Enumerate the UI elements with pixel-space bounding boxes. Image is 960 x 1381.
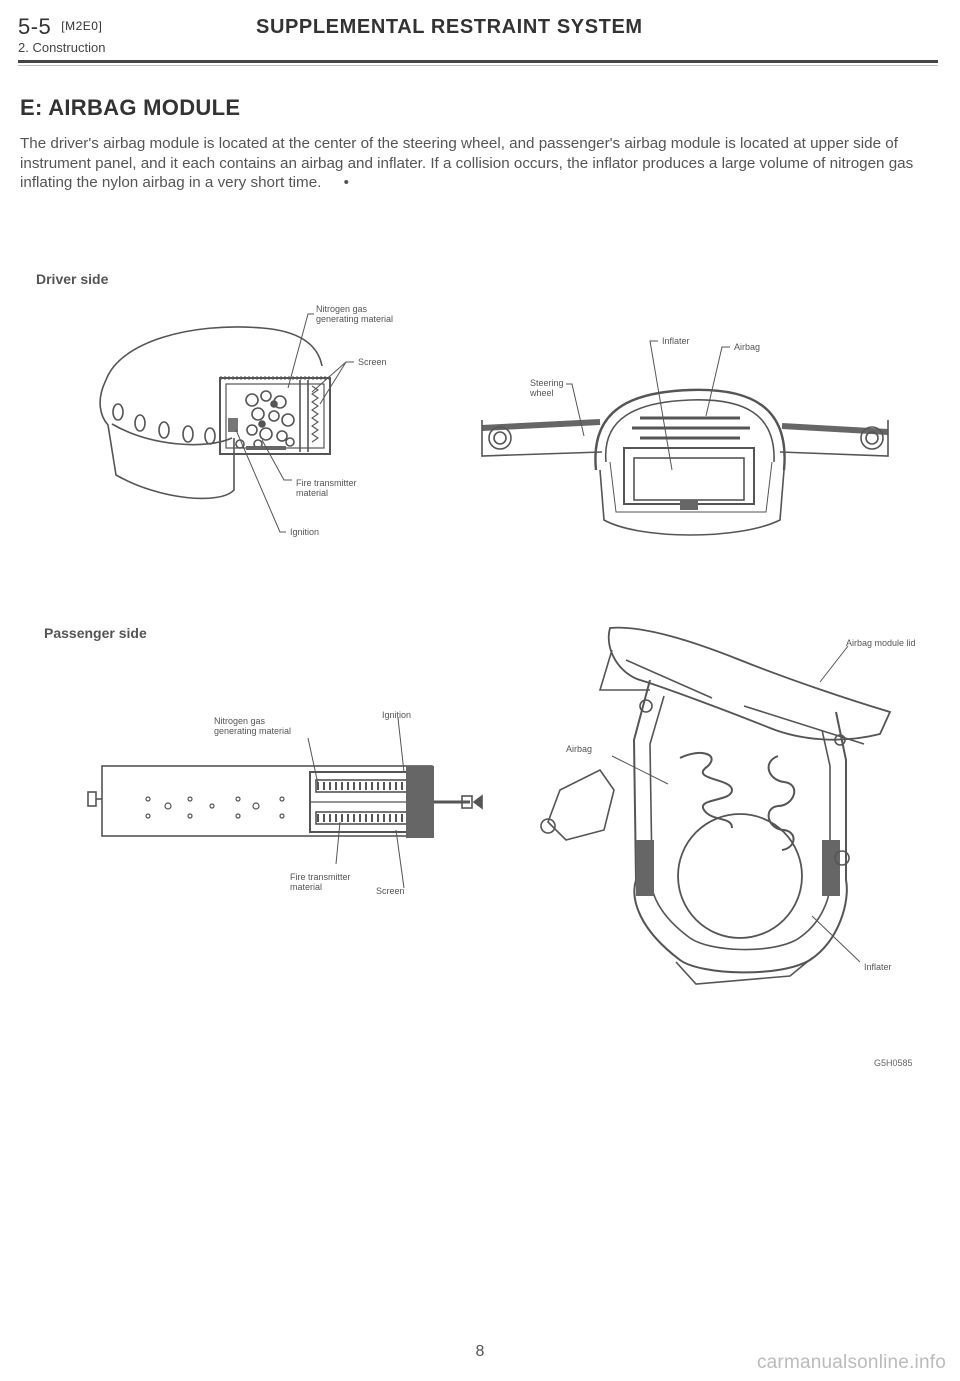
header-rule xyxy=(18,60,938,63)
driver-callouts: Nitrogen gas generating material Screen … xyxy=(290,304,760,537)
intro-paragraph: The driver's airbag module is located at… xyxy=(20,134,940,193)
passenger-callouts: Nitrogen gas generating material Ignitio… xyxy=(214,638,916,972)
figure-code: G5H0585 xyxy=(874,1058,913,1068)
callout-p-inflater: Inflater xyxy=(864,962,892,972)
section-code: 5-5 [M2E0] xyxy=(18,14,102,40)
page-title: SUPPLEMENTAL RESTRAINT SYSTEM xyxy=(256,16,643,38)
callout-screen: Screen xyxy=(358,357,387,367)
header-rule-thin xyxy=(18,65,938,66)
passenger-inflater-section xyxy=(87,765,483,838)
callout-p-nitrogen-line1: Nitrogen gas xyxy=(214,716,266,726)
intro-text: The driver's airbag module is located at… xyxy=(20,135,914,191)
callout-nitrogen-line1: Nitrogen gas xyxy=(316,304,368,314)
callout-airbag: Airbag xyxy=(734,342,760,352)
section-heading: E: AIRBAG MODULE xyxy=(20,95,241,120)
callout-nitrogen-line2: generating material xyxy=(316,314,393,324)
paragraph-mark: • xyxy=(343,174,349,191)
callout-steering-line1: Steering xyxy=(530,378,564,388)
callout-p-airbag: Airbag xyxy=(566,744,592,754)
driver-cutaway-leaders xyxy=(235,313,354,533)
page-subtitle: 2. Construction xyxy=(18,40,106,55)
callout-steering-line2: wheel xyxy=(529,388,554,398)
callout-ignition: Ignition xyxy=(290,527,319,537)
passenger-inflater-leaders xyxy=(307,717,405,889)
callout-fire-line1: Fire transmitter xyxy=(296,478,357,488)
driver-module-leaders xyxy=(566,340,730,471)
passenger-module-leaders xyxy=(611,645,861,963)
callout-fire-line2: material xyxy=(296,488,328,498)
passenger-side-label: Passenger side xyxy=(44,625,147,641)
section-number: 5-5 xyxy=(18,14,52,39)
passenger-module-section xyxy=(540,626,892,985)
driver-side-label: Driver side xyxy=(36,271,109,287)
callout-p-ignition: Ignition xyxy=(382,710,411,720)
callout-p-lid: Airbag module lid xyxy=(846,638,916,648)
callout-p-nitrogen-line2: generating material xyxy=(214,726,291,736)
callout-p-screen: Screen xyxy=(376,886,405,896)
callout-inflater: Inflater xyxy=(662,336,690,346)
driver-module-section xyxy=(481,388,889,536)
callout-p-fire-line1: Fire transmitter xyxy=(290,872,351,882)
section-ref: [M2E0] xyxy=(61,19,103,33)
watermark: carmanualsonline.info xyxy=(756,1352,946,1373)
driver-inflater-cutaway xyxy=(99,326,331,500)
callout-p-fire-line2: material xyxy=(290,882,322,892)
page-number: 8 xyxy=(475,1343,485,1360)
